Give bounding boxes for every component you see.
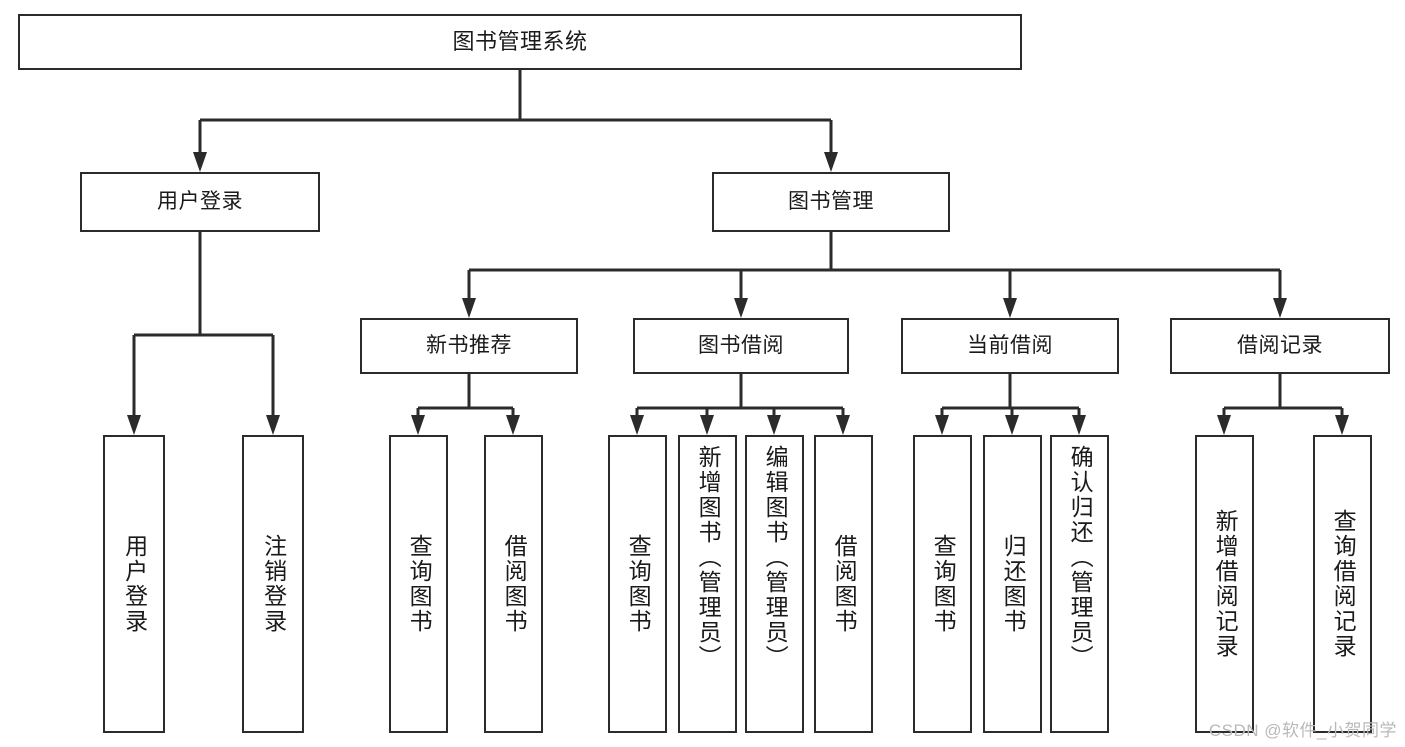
arrowhead-icon — [1003, 298, 1017, 318]
node-leaf-edit-book-label: 编辑图书（管理员） — [762, 445, 789, 670]
arrowhead-icon — [700, 415, 714, 435]
node-leaf-query-book-2-label: 查询图书 — [625, 534, 652, 634]
node-leaf-query-book-1[interactable]: 查询图书 — [389, 435, 448, 733]
node-leaf-add-book[interactable]: 新增图书（管理员） — [678, 435, 737, 733]
node-leaf-confirm-return[interactable]: 确认归还（管理员） — [1050, 435, 1109, 733]
node-leaf-return-book[interactable]: 归还图书 — [983, 435, 1042, 733]
arrowhead-icon — [1217, 415, 1231, 435]
node-user-login[interactable]: 用户登录 — [80, 172, 320, 232]
node-leaf-query-record[interactable]: 查询借阅记录 — [1313, 435, 1372, 733]
arrowhead-icon — [127, 415, 141, 435]
node-new-book-rec[interactable]: 新书推荐 — [360, 318, 578, 374]
node-leaf-query-book-3-label: 查询图书 — [930, 534, 957, 634]
node-book-borrow-label: 图书借阅 — [698, 333, 784, 357]
node-leaf-logout[interactable]: 注销登录 — [242, 435, 304, 733]
node-new-book-rec-label: 新书推荐 — [426, 333, 512, 357]
arrowhead-icon — [630, 415, 644, 435]
node-leaf-query-book-2[interactable]: 查询图书 — [608, 435, 667, 733]
node-current-borrow-label: 当前借阅 — [967, 333, 1053, 357]
node-borrow-record[interactable]: 借阅记录 — [1170, 318, 1390, 374]
node-leaf-add-book-label: 新增图书（管理员） — [695, 445, 722, 670]
node-leaf-user-login-label: 用户登录 — [121, 534, 148, 634]
arrowhead-icon — [836, 415, 850, 435]
arrowhead-icon — [1072, 415, 1086, 435]
arrowhead-icon — [935, 415, 949, 435]
node-book-manage-label: 图书管理 — [788, 189, 874, 213]
arrowhead-icon — [411, 415, 425, 435]
node-root[interactable]: 图书管理系统 — [18, 14, 1022, 70]
node-borrow-record-label: 借阅记录 — [1237, 333, 1323, 357]
node-leaf-borrow-book-1[interactable]: 借阅图书 — [484, 435, 543, 733]
arrowhead-icon — [193, 152, 207, 172]
node-leaf-edit-book[interactable]: 编辑图书（管理员） — [745, 435, 804, 733]
node-leaf-query-book-3[interactable]: 查询图书 — [913, 435, 972, 733]
node-leaf-borrow-book-2-label: 借阅图书 — [831, 534, 858, 634]
node-leaf-query-record-label: 查询借阅记录 — [1330, 509, 1357, 659]
node-leaf-borrow-book-2[interactable]: 借阅图书 — [814, 435, 873, 733]
node-leaf-user-login[interactable]: 用户登录 — [103, 435, 165, 733]
arrowhead-icon — [824, 152, 838, 172]
node-book-manage[interactable]: 图书管理 — [712, 172, 950, 232]
watermark: CSDN @软件_小贺同学 — [1208, 721, 1397, 740]
node-leaf-add-record-label: 新增借阅记录 — [1212, 509, 1239, 659]
node-leaf-borrow-book-1-label: 借阅图书 — [501, 534, 528, 634]
node-leaf-add-record[interactable]: 新增借阅记录 — [1195, 435, 1254, 733]
node-leaf-return-book-label: 归还图书 — [1000, 534, 1027, 634]
arrowhead-icon — [462, 298, 476, 318]
node-user-login-label: 用户登录 — [157, 189, 243, 213]
node-root-label: 图书管理系统 — [452, 29, 588, 55]
arrowhead-icon — [266, 415, 280, 435]
arrowhead-icon — [1005, 415, 1019, 435]
node-leaf-confirm-return-label: 确认归还（管理员） — [1067, 445, 1094, 670]
node-leaf-query-book-1-label: 查询图书 — [406, 534, 433, 634]
node-current-borrow[interactable]: 当前借阅 — [901, 318, 1119, 374]
arrowhead-icon — [1273, 298, 1287, 318]
arrowhead-icon — [734, 298, 748, 318]
arrowhead-icon — [1335, 415, 1349, 435]
arrowhead-icon — [506, 415, 520, 435]
node-book-borrow[interactable]: 图书借阅 — [633, 318, 849, 374]
node-leaf-logout-label: 注销登录 — [260, 534, 287, 634]
arrowhead-icon — [767, 415, 781, 435]
